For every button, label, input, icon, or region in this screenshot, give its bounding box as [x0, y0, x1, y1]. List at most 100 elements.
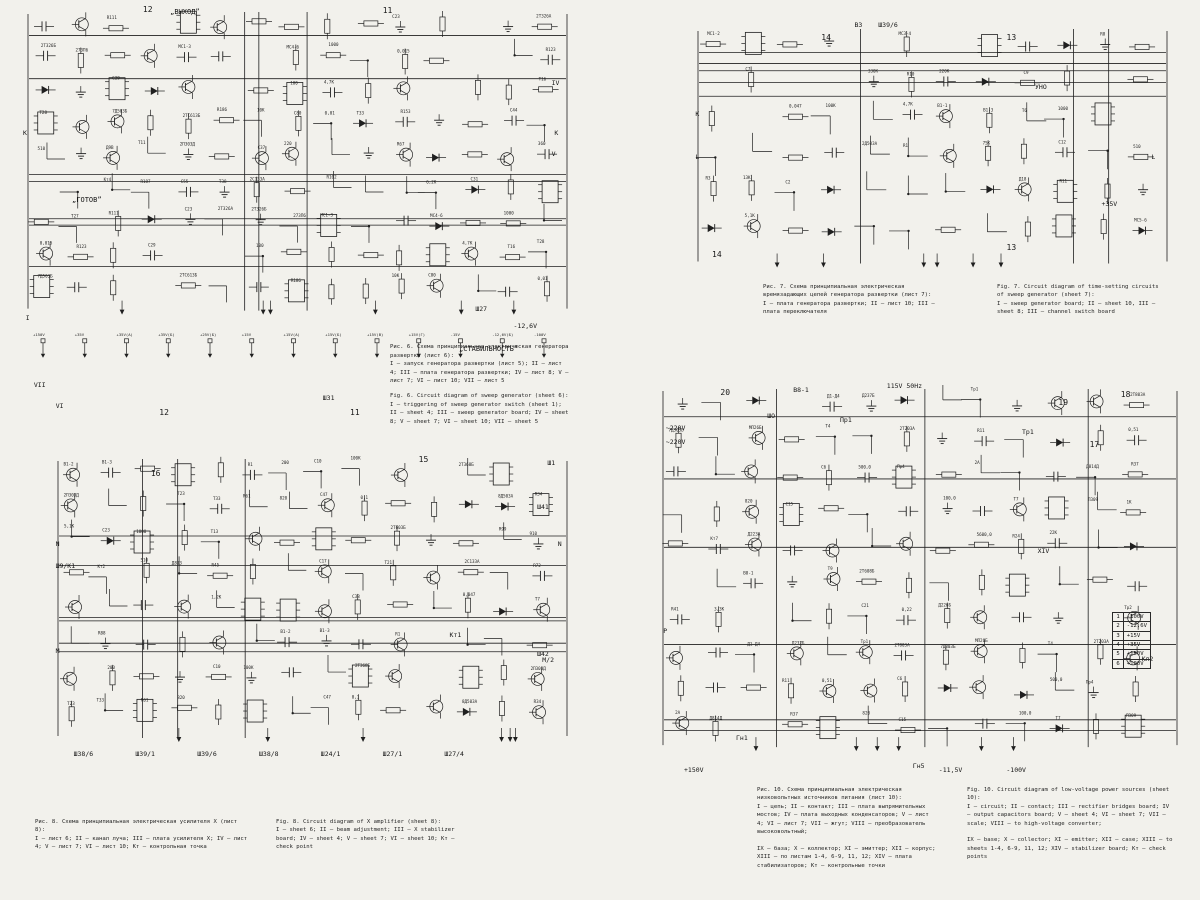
svg-text:МС3-4: МС3-4 — [898, 31, 911, 36]
svg-text:С6: С6 — [821, 465, 827, 470]
svg-text:В1-3: В1-3 — [320, 628, 331, 633]
svg-text:220К: 220К — [939, 68, 950, 73]
voltage-table-cell: -12,6V — [1122, 621, 1151, 632]
svg-text:1000: 1000 — [136, 529, 147, 534]
svg-text:Тр1: Тр1 — [971, 387, 979, 392]
schematic-annotation: XIV — [1037, 547, 1050, 556]
svg-text:0,51: 0,51 — [822, 678, 833, 683]
svg-text:0,51: 0,51 — [1128, 427, 1139, 432]
schematic-annotation: 14 — [821, 32, 831, 42]
svg-text:С47: С47 — [320, 492, 328, 497]
schematic-annotation: Ш39/6 — [878, 21, 898, 30]
svg-text:+35V: +35V — [75, 332, 85, 337]
schematic-annotation: Гн1 — [736, 734, 748, 743]
svg-text:2П303Д: 2П303Д — [180, 141, 196, 146]
svg-text:Т28: Т28 — [537, 239, 545, 244]
svg-text:Т9: Т9 — [828, 566, 834, 571]
voltage-table-cell: 6 — [1112, 658, 1124, 670]
svg-text:Т23: Т23 — [67, 701, 75, 706]
svg-text:273П6: 273П6 — [293, 213, 306, 218]
svg-text:R153: R153 — [400, 109, 411, 114]
schematic-annotation: -12,6V — [513, 322, 537, 331]
svg-text:2Т326А: 2Т326А — [536, 14, 552, 19]
svg-text:Д226Б: Д226Б — [938, 603, 951, 608]
voltage-table-cell: 5 — [1112, 649, 1124, 660]
svg-text:100: 100 — [256, 243, 264, 248]
svg-text:0,01: 0,01 — [537, 276, 548, 281]
svg-text:+15V(Б): +15V(Б) — [325, 332, 341, 337]
svg-text:2А: 2А — [975, 460, 981, 465]
schematic-annotation: 16 — [150, 468, 161, 478]
svg-text:4,7К: 4,7К — [324, 79, 335, 84]
svg-text:Пр4: Пр4 — [1086, 680, 1094, 685]
svg-text:Д814Д: Д814Д — [1086, 464, 1099, 469]
schematic-annotation: -11,5V — [938, 766, 963, 775]
svg-text:Т21: Т21 — [385, 560, 393, 565]
svg-text:Д813: Д813 — [172, 560, 183, 565]
svg-text:+15V(Г): +15V(Г) — [409, 332, 425, 337]
schematic-annotation: N — [557, 540, 562, 549]
voltage-table-cell: 4 — [1112, 640, 1124, 651]
svg-text:R1: R1 — [395, 631, 401, 636]
svg-text:+15V(В): +15V(В) — [367, 332, 383, 337]
svg-text:22К: 22К — [1049, 530, 1057, 535]
voltage-table-cell: +150V — [1122, 649, 1151, 660]
svg-text:В1-2: В1-2 — [63, 462, 74, 467]
svg-text:С31: С31 — [471, 177, 479, 182]
svg-text:С38: С38 — [352, 594, 360, 599]
svg-text:В1-3: В1-3 — [983, 107, 994, 112]
svg-text:R41: R41 — [671, 606, 679, 611]
svg-text:МС4-6: МС4-6 — [430, 213, 443, 218]
svg-text:500,0: 500,0 — [1050, 677, 1063, 682]
schematic-annotation: Кт1 — [449, 630, 462, 639]
svg-text:С2: С2 — [785, 179, 791, 184]
svg-text:R123: R123 — [76, 244, 87, 249]
schematic-annotation: Ш41 — [537, 503, 549, 512]
svg-text:C23: C23 — [185, 206, 193, 211]
caption-russian: Рис. 7. Схема принципиальная электрическ… — [763, 284, 935, 316]
schematic-annotation: VI — [55, 402, 64, 410]
svg-text:5,1К: 5,1К — [745, 213, 756, 218]
svg-text:1000: 1000 — [328, 42, 339, 47]
svg-text:Т16: Т16 — [508, 244, 516, 249]
svg-text:R72: R72 — [533, 563, 541, 568]
svg-text:R102: R102 — [327, 174, 338, 179]
schematic-annotation: IV — [551, 78, 560, 87]
svg-text:510: 510 — [140, 557, 148, 562]
schematic-annotation: 17 — [1089, 439, 1100, 449]
svg-text:Т4: Т4 — [1048, 641, 1054, 646]
schematic-annotation: Ш38/8 — [259, 749, 279, 758]
schematic-annotation: Ш27/4 — [444, 749, 464, 758]
caption-russian: Рис. 6. Схема принципиальная электрическ… — [390, 344, 569, 385]
svg-text:220: 220 — [284, 141, 292, 146]
svg-text:Кт7: Кт7 — [710, 536, 718, 541]
svg-text:С80: С80 — [294, 110, 302, 115]
svg-text:С10: С10 — [314, 458, 322, 463]
schematic-annotation: Ш27/1 — [382, 749, 403, 758]
svg-text:R34: R34 — [534, 699, 542, 704]
figure-10-caption: Рис. 10. Схема принципиальная электричес… — [757, 786, 1175, 870]
svg-text:R45: R45 — [212, 563, 220, 568]
svg-text:10К: 10К — [257, 107, 265, 112]
figure-6-caption: Рис. 6. Схема принципиальная электрическ… — [390, 343, 570, 426]
svg-text:-15V: -15V — [451, 332, 461, 337]
caption-english: Fig. 8. Circuit diagram of X amplifier (… — [276, 819, 455, 851]
schematic-annotation: Ш1 — [547, 459, 556, 468]
svg-text:0,22: 0,22 — [902, 607, 913, 612]
svg-text:Д9В: Д9В — [106, 145, 114, 150]
svg-text:R1: R1 — [248, 462, 254, 467]
svg-text:Д1-Д4: Д1-Д4 — [747, 641, 760, 646]
schematic-annotation: Ш39/1 — [135, 749, 155, 758]
voltage-table-cell: -100V — [1122, 611, 1151, 623]
schematic-annotation: Ш24/1 — [320, 749, 341, 758]
svg-text:0,1: 0,1 — [352, 694, 360, 699]
svg-text:R37: R37 — [790, 711, 798, 716]
schematic-annotation: 11 — [382, 6, 393, 16]
svg-text:R11: R11 — [977, 428, 985, 433]
svg-text:+15V: +15V — [242, 332, 252, 337]
schematic-annotation: N — [55, 540, 60, 549]
